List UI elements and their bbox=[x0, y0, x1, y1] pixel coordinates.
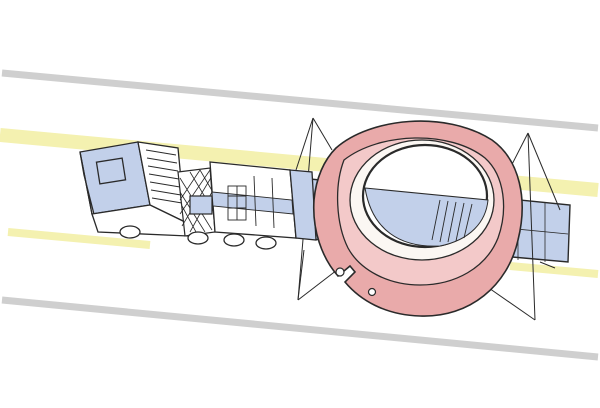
gooseneck bbox=[177, 167, 216, 237]
road-edges bbox=[1, 69, 599, 361]
module-rear bbox=[289, 169, 317, 241]
ring-interior-floor bbox=[364, 187, 489, 247]
wheels bbox=[119, 225, 277, 250]
module-stripe bbox=[211, 191, 294, 215]
wheel-rear-2 bbox=[223, 233, 245, 247]
road-edge-top bbox=[1, 69, 599, 132]
cab-grille bbox=[145, 149, 183, 204]
wheel-rear-3 bbox=[255, 236, 277, 250]
truck-cab bbox=[79, 141, 189, 237]
trailer-module bbox=[209, 161, 317, 241]
wheel-rear-1 bbox=[187, 231, 209, 245]
cab-roof-hatch bbox=[95, 157, 127, 185]
lane-line-lower-left bbox=[7, 228, 151, 249]
ring-load bbox=[312, 120, 523, 317]
road-edge-bottom bbox=[1, 296, 599, 361]
ring-hatching bbox=[431, 199, 473, 243]
ring-notches bbox=[335, 267, 377, 297]
module-detail bbox=[227, 175, 275, 229]
support-cables bbox=[295, 117, 561, 321]
lane-line-lower-right bbox=[509, 262, 599, 278]
wheel-front bbox=[119, 225, 141, 239]
gooseneck-plate bbox=[189, 195, 213, 215]
